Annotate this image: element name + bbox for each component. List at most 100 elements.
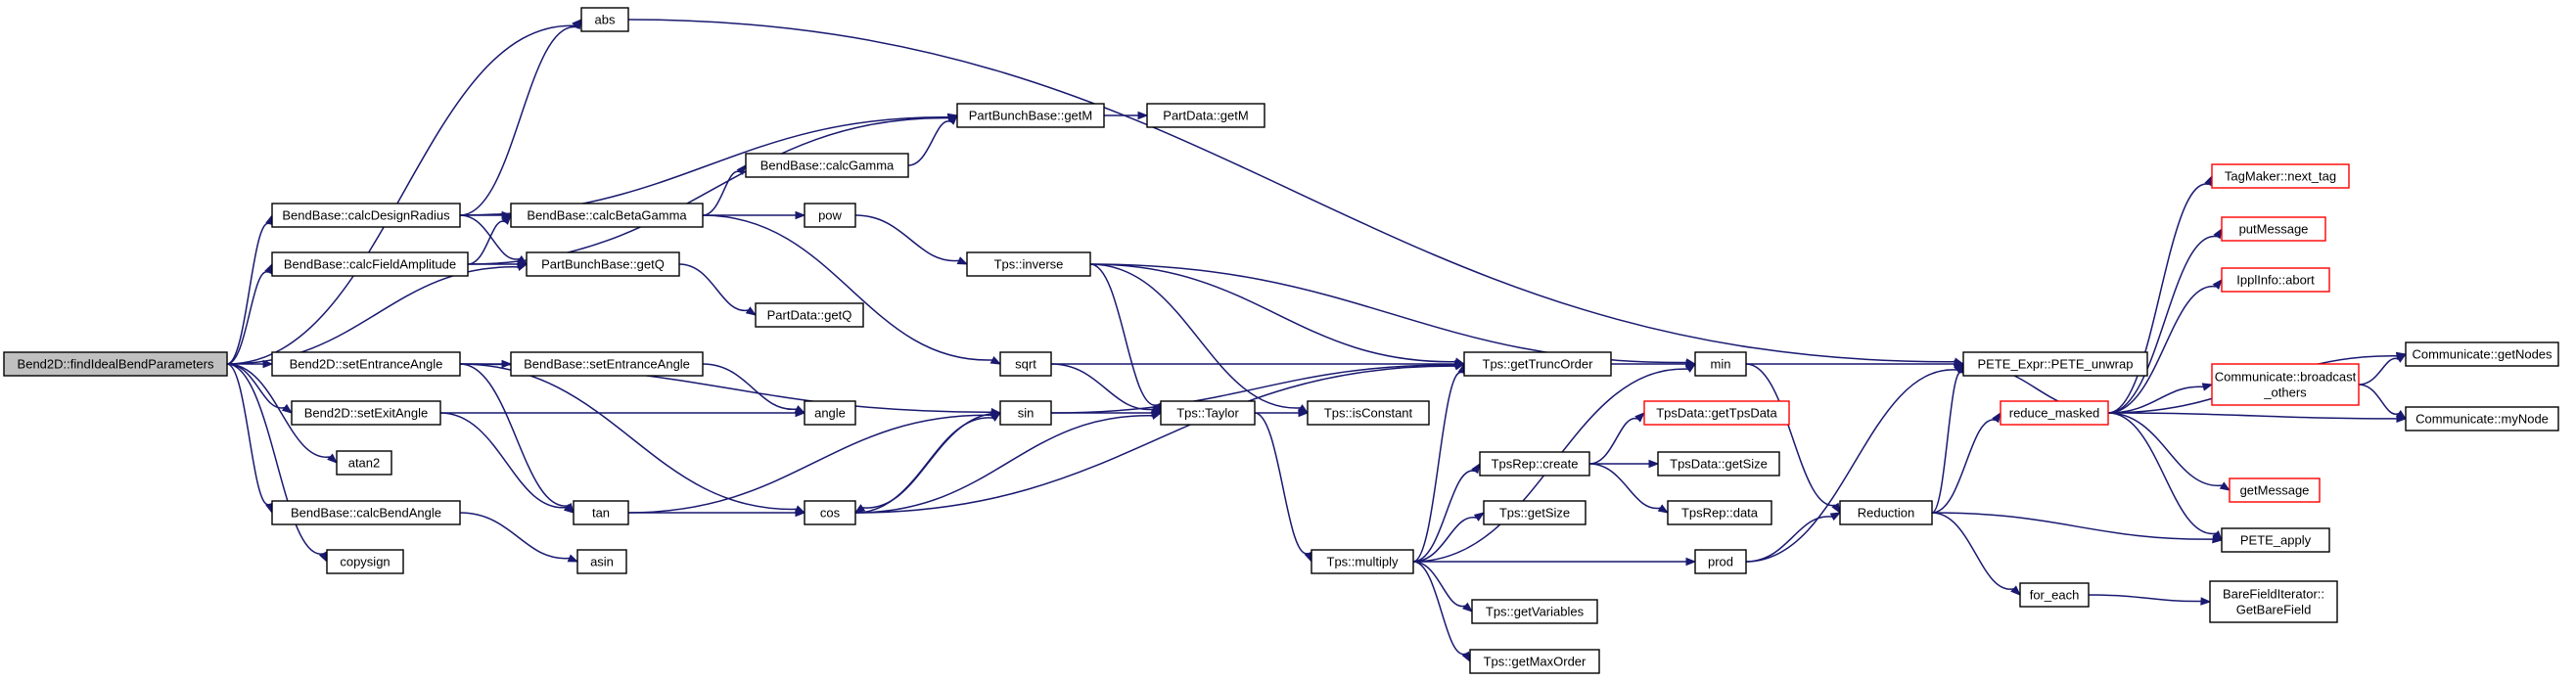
node-cos[interactable]: cos	[804, 500, 856, 525]
node-get-bare-field[interactable]: BareFieldIterator::GetBareField	[2209, 580, 2338, 623]
node-get-m[interactable]: PartBunchBase::getM	[956, 103, 1105, 128]
edge-reduction-to-reduce-masked	[1931, 419, 1997, 514]
node-calc-gamma[interactable]: BendBase::calcGamma	[745, 153, 909, 178]
node-reduction[interactable]: Reduction	[1839, 500, 1933, 525]
node-label: Tps::inverse	[994, 257, 1064, 272]
node-box	[3, 351, 228, 377]
node-asin[interactable]: asin	[576, 549, 627, 574]
arrowhead	[795, 508, 806, 518]
node-calc-design-radius[interactable]: BendBase::calcDesignRadius	[271, 203, 461, 228]
arrowhead	[795, 408, 806, 418]
node-abs[interactable]: abs	[580, 7, 629, 32]
node-reduce-masked[interactable]: reduce_masked	[2000, 400, 2109, 426]
node-get-message[interactable]: getMessage	[2229, 477, 2321, 503]
arrowhead	[1150, 411, 1163, 420]
node-box	[2405, 406, 2559, 431]
node-next-tag[interactable]: TagMaker::next_tag	[2211, 163, 2350, 189]
node-get-nodes[interactable]: Communicate::getNodes	[2405, 341, 2559, 367]
node-box	[1694, 351, 1747, 377]
node-box	[1146, 103, 1265, 128]
node-get-trunc-order[interactable]: Tps::getTruncOrder	[1463, 351, 1612, 377]
node-label: TagMaker::next_tag	[2225, 169, 2336, 184]
node-atan2[interactable]: atan2	[336, 450, 392, 476]
node-prod[interactable]: prod	[1694, 549, 1747, 574]
node-box	[1471, 599, 1598, 624]
edge-abs-to-unwrap	[627, 19, 1955, 363]
node-set-entrance-angle2-d[interactable]: Bend2D::setEntranceAngle	[271, 351, 461, 377]
edge-root-to-calc-field-amplitude	[226, 271, 269, 365]
node-root[interactable]: Bend2D::findIdealBendParameters	[3, 351, 228, 377]
edge-set-entrance-angle2-d-to-tan	[459, 363, 569, 507]
node-pete-apply[interactable]: PETE_apply	[2221, 527, 2330, 553]
node-taylor[interactable]: Tps::Taylor	[1160, 400, 1256, 426]
node-label: Communicate::getNodes	[2412, 347, 2553, 362]
node-pow[interactable]: pow	[804, 203, 856, 228]
edge-calc-design-radius-to-abs	[459, 25, 577, 216]
node-box	[1839, 500, 1933, 525]
node-for-each[interactable]: for_each	[2019, 582, 2090, 608]
node-min[interactable]: min	[1694, 351, 1747, 377]
node-label: abs	[595, 13, 616, 27]
node-sqrt[interactable]: sqrt	[999, 351, 1052, 377]
edge-calc-gamma-to-get-m	[907, 120, 951, 166]
edge-pow-to-inverse	[854, 214, 959, 262]
node-tan[interactable]: tan	[573, 500, 629, 525]
node-set-exit-angle[interactable]: Bend2D::setExitAngle	[291, 400, 441, 426]
node-get-size[interactable]: Tps::getSize	[1483, 500, 1587, 525]
node-get-q[interactable]: PartBunchBase::getQ	[526, 251, 680, 277]
edge-multiply-to-get-size	[1412, 517, 1477, 563]
arrowhead	[1829, 512, 1842, 522]
node-get-tps-data[interactable]: TpsData::getTpsData	[1643, 400, 1790, 426]
node-label: Reduction	[1858, 506, 1915, 521]
edge-broadcast-to-get-nodes	[2358, 357, 2399, 386]
node-get-max-order[interactable]: Tps::getMaxOrder	[1469, 649, 1600, 674]
edge-sin-to-get-trunc-order	[1050, 364, 1456, 414]
node-part-data-get-m[interactable]: PartData::getM	[1146, 103, 1265, 128]
node-box	[1479, 451, 1590, 477]
node-part-data-get-q[interactable]: PartData::getQ	[755, 302, 864, 328]
node-label: Bend2D::findIdealBendParameters	[18, 357, 214, 372]
node-box	[1694, 549, 1747, 574]
node-label: BendBase::calcBendAngle	[291, 506, 441, 521]
node-box	[2000, 400, 2109, 426]
node-box	[1307, 400, 1430, 426]
arrowhead	[2212, 530, 2223, 542]
node-multiply[interactable]: Tps::multiply	[1311, 549, 1414, 574]
node-copysign[interactable]: copysign	[326, 549, 404, 574]
node-get-variables[interactable]: Tps::getVariables	[1471, 599, 1598, 624]
node-get-size-data[interactable]: TpsData::getSize	[1657, 451, 1780, 477]
node-box	[999, 400, 1052, 426]
arrowhead	[736, 163, 747, 175]
edge-root-to-abs	[226, 24, 575, 365]
node-calc-beta-gamma[interactable]: BendBase::calcBetaGamma	[510, 203, 704, 228]
node-calc-field-amplitude[interactable]: BendBase::calcFieldAmplitude	[271, 251, 469, 277]
node-box	[510, 203, 704, 228]
node-broadcast[interactable]: Communicate::broadcast_others	[2211, 363, 2360, 406]
arrowhead	[2213, 227, 2223, 240]
node-unwrap[interactable]: PETE_Expr::PETE_unwrap	[1962, 351, 2148, 377]
node-label: TpsData::getTpsData	[1656, 406, 1777, 421]
node-set-entrance-angle-base[interactable]: BendBase::setEntranceAngle	[510, 351, 704, 377]
edge-reduce-masked-to-put-message	[2107, 235, 2218, 414]
node-abort[interactable]: IpplInfo::abort	[2221, 267, 2330, 293]
node-label: PartData::getM	[1163, 109, 1248, 123]
node-calc-bend-angle[interactable]: BendBase::calcBendAngle	[271, 500, 461, 525]
node-box	[580, 7, 629, 32]
node-create[interactable]: TpsRep::create	[1479, 451, 1590, 477]
node-my-node[interactable]: Communicate::myNode	[2405, 406, 2559, 431]
node-sin[interactable]: sin	[999, 400, 1052, 426]
node-label: putMessage	[2239, 222, 2309, 237]
node-label: angle	[814, 406, 846, 421]
node-label: PartBunchBase::getM	[969, 109, 1092, 123]
node-angle[interactable]: angle	[804, 400, 856, 426]
node-is-constant[interactable]: Tps::isConstant	[1307, 400, 1430, 426]
node-box	[1643, 400, 1790, 426]
node-inverse[interactable]: Tps::inverse	[966, 251, 1091, 277]
node-label: Tps::getMaxOrder	[1484, 655, 1587, 669]
node-rep-data[interactable]: TpsRep::data	[1667, 500, 1772, 525]
arrowhead	[1657, 504, 1670, 514]
node-label: Communicate::myNode	[2415, 412, 2549, 427]
node-put-message[interactable]: putMessage	[2221, 216, 2326, 242]
node-label: Bend2D::setExitAngle	[304, 406, 428, 421]
node-label: BendBase::calcDesignRadius	[282, 208, 450, 223]
